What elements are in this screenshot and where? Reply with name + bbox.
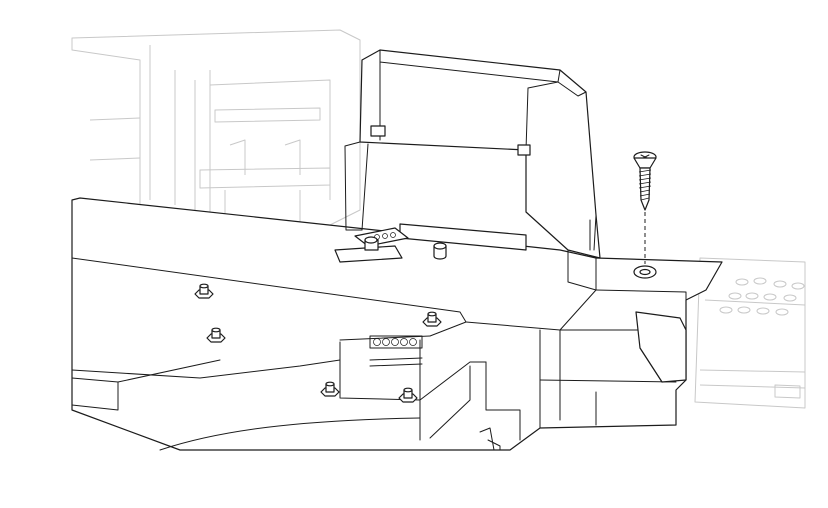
countersunk-screw	[633, 151, 657, 211]
hex-standoff	[398, 387, 418, 403]
clamp-latch	[334, 227, 409, 263]
ghost-rail-holes	[719, 277, 805, 316]
mounting-bracket	[344, 49, 601, 291]
screw-assembly	[633, 151, 657, 279]
ghost-background-assembly	[71, 29, 806, 409]
hex-standoffs	[194, 283, 442, 403]
hex-standoff	[422, 311, 442, 327]
locating-pin	[433, 242, 447, 260]
hex-standoff	[206, 327, 226, 343]
vent-holes	[369, 335, 423, 367]
hex-standoff	[320, 381, 340, 397]
bottom-clip	[479, 427, 501, 451]
hex-standoff	[194, 283, 214, 299]
side-pocket	[635, 311, 687, 383]
washer	[633, 265, 657, 279]
